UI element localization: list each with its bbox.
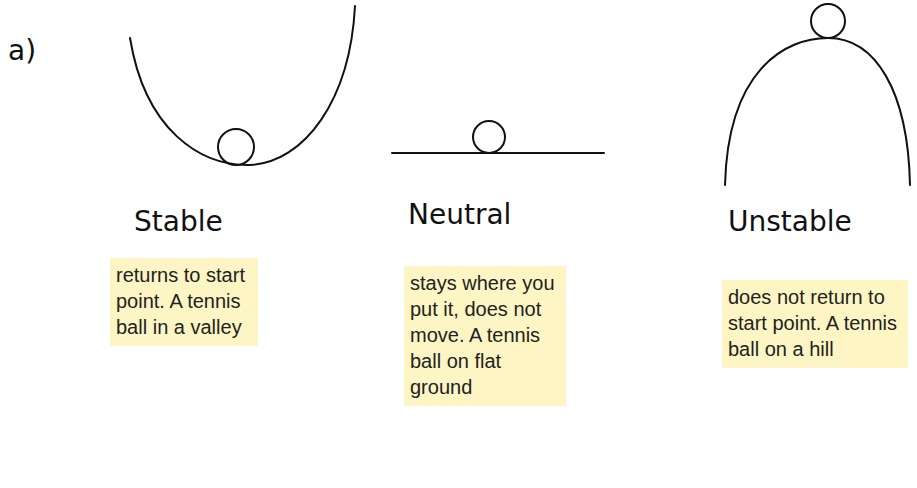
sticky-note: returns to start point. A tennis ball in… (110, 258, 258, 346)
ball (218, 129, 254, 165)
note-text: does not return to start point. A tennis… (728, 284, 902, 362)
note-text: returns to start point. A tennis ball in… (116, 262, 252, 340)
sticky-note: stays where you put it, does not move. A… (404, 266, 566, 406)
hill-curve (725, 38, 910, 185)
state-label: Unstable (728, 207, 852, 238)
state-label: Neutral (408, 200, 511, 231)
sticky-note: does not return to start point. A tennis… (722, 280, 908, 368)
flat-ground (392, 152, 604, 154)
valley-curve (130, 6, 355, 165)
note-text: stays where you put it, does not move. A… (410, 270, 560, 400)
ball (473, 121, 505, 153)
part-letter: a) (8, 36, 36, 67)
state-label: Stable (134, 207, 223, 238)
ball (811, 4, 845, 38)
